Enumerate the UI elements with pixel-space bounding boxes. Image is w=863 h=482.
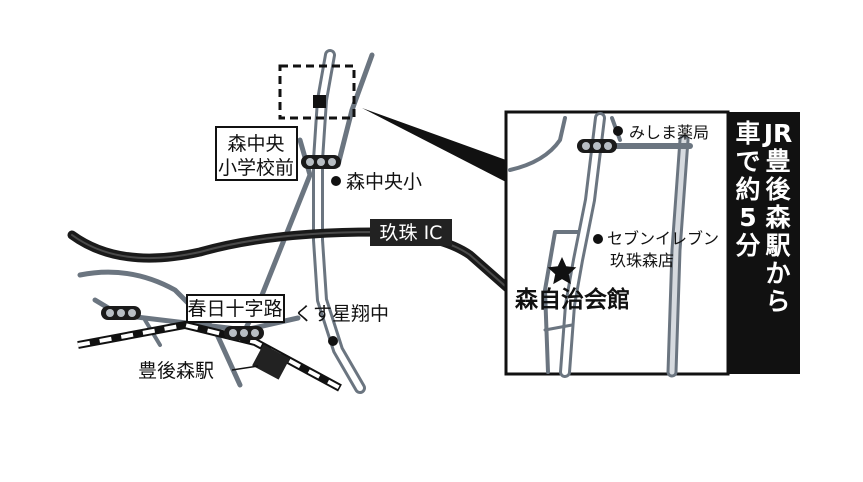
detail-map: みしま薬局 セブンイレブン 玖珠森店 森自治会館 [504, 110, 730, 378]
convenience-store-label-line1: セブンイレブン [607, 229, 719, 248]
banner-char: で [735, 147, 760, 176]
pharmacy-dot-icon [613, 126, 623, 136]
destination-square-icon [313, 95, 326, 108]
convenience-store-dot-icon [593, 234, 603, 244]
station-leader-line [231, 365, 259, 371]
traffic-signal-icon [577, 139, 617, 153]
destination-star-icon [547, 257, 577, 285]
kasuga-crossing-label-box [186, 294, 285, 323]
convenience-store-label-line2: 玖珠森店 [610, 251, 674, 270]
destination-area-box [278, 64, 356, 120]
school-crossing-label-box [215, 126, 298, 181]
destination-label: 森自治会館 [515, 286, 630, 313]
traffic-signal-icon [224, 326, 264, 340]
pharmacy-label: みしま薬局 [629, 123, 709, 142]
kasuga-crossing-label: 春日十字路 [187, 298, 282, 320]
banner-char: 5 [739, 203, 756, 232]
railway [77, 320, 342, 392]
overview-map: 森中央 小学校前 森中央小 玖珠 IC 春日十字路 くす星翔中 豊後森駅 [67, 49, 517, 394]
interchange-label-box [370, 219, 452, 246]
banner-char: ら [765, 287, 790, 316]
school-crossing-label-line1: 森中央 [227, 133, 284, 155]
station-marker [252, 344, 290, 380]
junior-high-dot-icon [328, 336, 338, 346]
station-label: 豊後森駅 [138, 360, 214, 382]
access-banner: JR 豊 後 森 駅 か ら 車 で 約 5 分 [728, 112, 800, 374]
traffic-signal-icon [301, 155, 341, 169]
banner-char: 分 [735, 231, 760, 260]
banner-char: 駅 [765, 231, 790, 260]
traffic-signal-icon [101, 306, 141, 320]
banner-char: 森 [765, 203, 791, 232]
banner-char: か [765, 259, 790, 288]
school-label: 森中央小 [346, 171, 422, 193]
banner-char: 約 [735, 175, 760, 204]
banner-char: JR [762, 119, 793, 148]
school-crossing-label-line2: 小学校前 [218, 157, 294, 179]
banner-char: 車 [735, 119, 760, 148]
banner-char: 後 [765, 175, 791, 204]
banner-char: 豊 [765, 147, 790, 176]
school-dot-icon [331, 176, 341, 186]
access-banner-bg [728, 112, 800, 374]
interchange-label: 玖珠 IC [380, 222, 443, 244]
junior-high-label: くす星翔中 [294, 303, 389, 325]
callout-wedge [362, 108, 506, 182]
detail-roads [508, 112, 693, 378]
